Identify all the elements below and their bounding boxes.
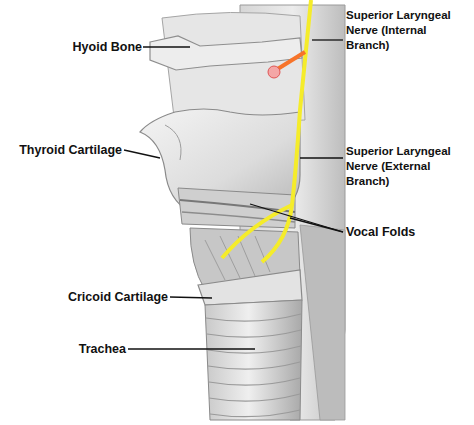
part-label: Cricoid Cartilage [20, 290, 168, 305]
part-label: Superior Laryngeal Nerve (External Branc… [346, 144, 472, 189]
superior-laryngeal-nerve [262, 0, 311, 262]
part-label: Hyoid Bone [60, 40, 142, 55]
hyoid-bone [150, 36, 302, 70]
part-label: Superior Laryngeal Nerve (Internal Branc… [346, 8, 472, 53]
thyroid-notch [165, 125, 181, 160]
nerve-entry-dot [268, 66, 280, 78]
muscle-band [300, 225, 345, 420]
cricoid-cartilage [198, 270, 302, 305]
internal-branch [276, 52, 305, 70]
trachea [205, 300, 302, 420]
vocal-fold-window [178, 188, 295, 228]
tracheal-rings [206, 314, 301, 417]
part-label: Vocal Folds [346, 225, 456, 240]
part-label: Thyroid Cartilage [8, 143, 122, 158]
part-label: Trachea [20, 342, 126, 357]
